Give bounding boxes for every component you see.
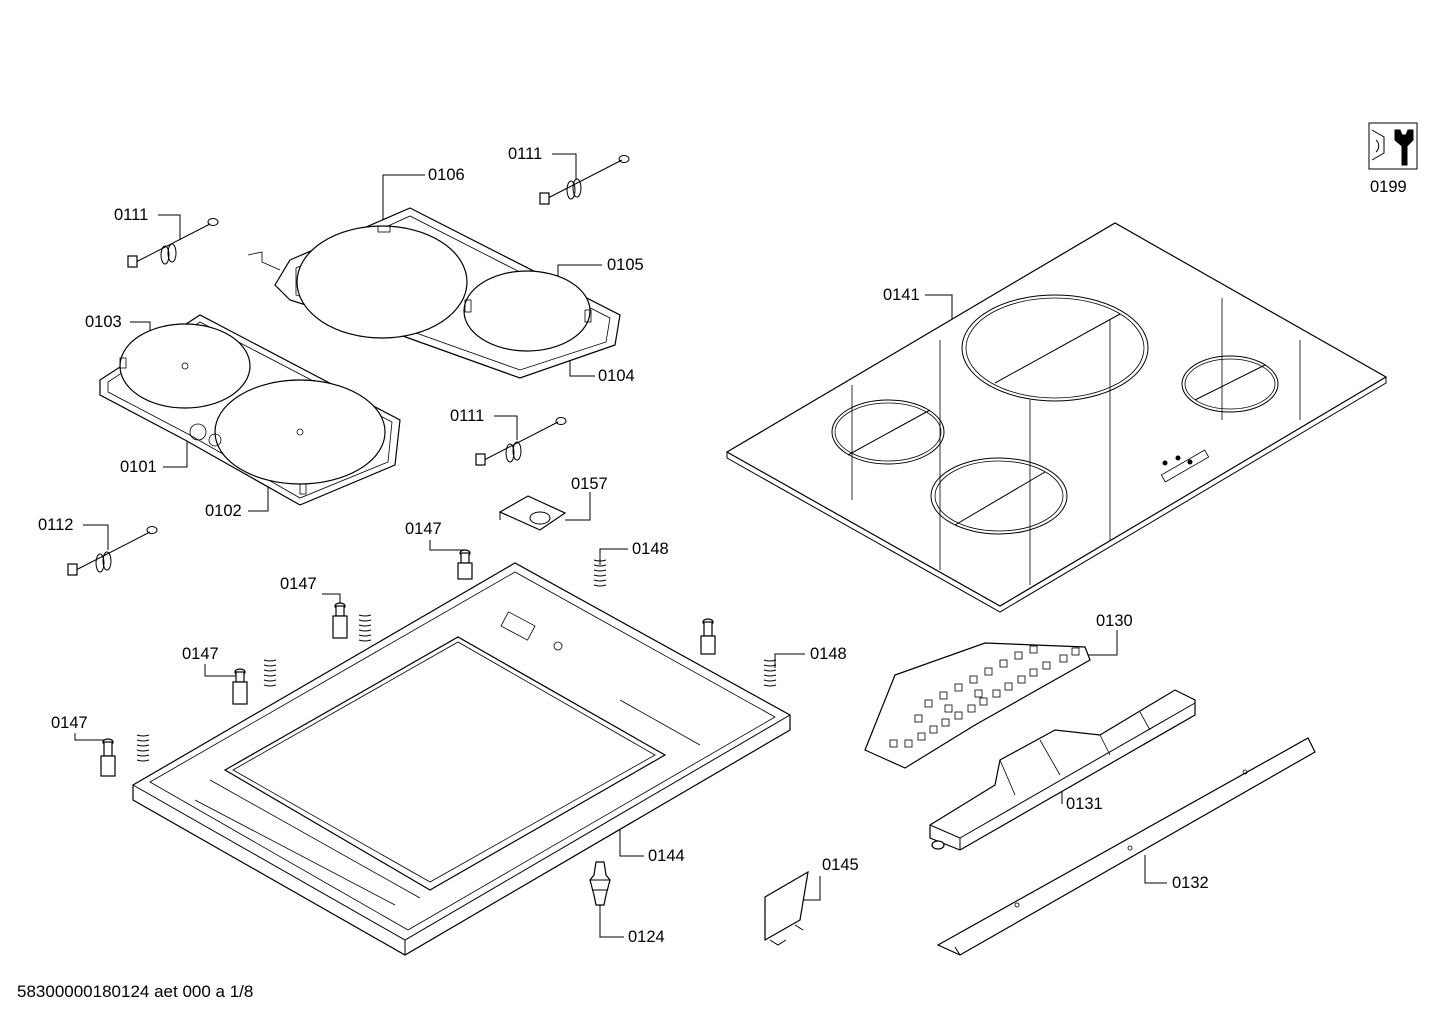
label-0102: 0102 [205, 502, 242, 520]
label-0131: 0131 [1066, 795, 1103, 813]
housing-frame [132, 562, 791, 956]
label-0111-top: 0111 [508, 145, 543, 163]
bracket-0145 [764, 870, 809, 946]
heating-tray-lower [99, 314, 401, 506]
label-0148-a: 0148 [632, 540, 669, 558]
label-0103: 0103 [85, 313, 122, 331]
label-0147-d: 0147 [51, 714, 88, 732]
label-0106: 0106 [428, 166, 465, 184]
connector-wire-0112 [67, 526, 158, 576]
label-0111-middle: 0111 [450, 407, 485, 425]
spring-0148-a [593, 559, 607, 587]
foot-0147-d [100, 738, 116, 777]
label-0147-b: 0147 [280, 575, 317, 593]
connector-wire-0111-left [127, 218, 219, 268]
ceramic-glass-top [725, 222, 1388, 613]
label-0111-left: 0111 [114, 206, 149, 224]
spring-0148-c [358, 614, 372, 642]
foot-0147-c [232, 668, 248, 705]
document-footer-id: 58300000180124 aet 000 a 1/8 [17, 982, 254, 1001]
foot-0147-b [332, 602, 348, 639]
label-0112: 0112 [38, 516, 74, 534]
label-0132: 0132 [1172, 874, 1209, 892]
connector-wire-0111-top [539, 155, 630, 205]
spring-0148-d [263, 659, 277, 687]
label-0130: 0130 [1096, 612, 1133, 630]
strip-0132 [936, 737, 1316, 956]
foot-0147-a [457, 549, 473, 580]
label-0124: 0124 [628, 928, 665, 946]
heating-tray-upper [247, 207, 621, 379]
control-board-0130 [864, 642, 1091, 769]
clip-0157 [498, 495, 567, 531]
spring-0148-b [763, 659, 777, 687]
label-0101: 0101 [120, 458, 157, 476]
spring-0148-e [136, 734, 150, 762]
service-wrench-icon [1368, 122, 1418, 170]
fastener-0124 [589, 861, 611, 906]
label-0157: 0157 [571, 475, 608, 493]
label-0147-c: 0147 [182, 645, 219, 663]
label-0141: 0141 [883, 286, 920, 304]
label-0148-b: 0148 [810, 645, 847, 663]
label-0105: 0105 [607, 256, 644, 274]
connector-wire-0111-middle [475, 417, 567, 466]
label-0144: 0144 [648, 847, 685, 865]
label-0145: 0145 [822, 856, 859, 874]
label-0147-a: 0147 [405, 520, 442, 538]
support-rail-0131 [929, 689, 1196, 851]
label-0104: 0104 [598, 367, 635, 385]
foot-0147-e [700, 618, 716, 655]
label-0199: 0199 [1370, 178, 1407, 196]
